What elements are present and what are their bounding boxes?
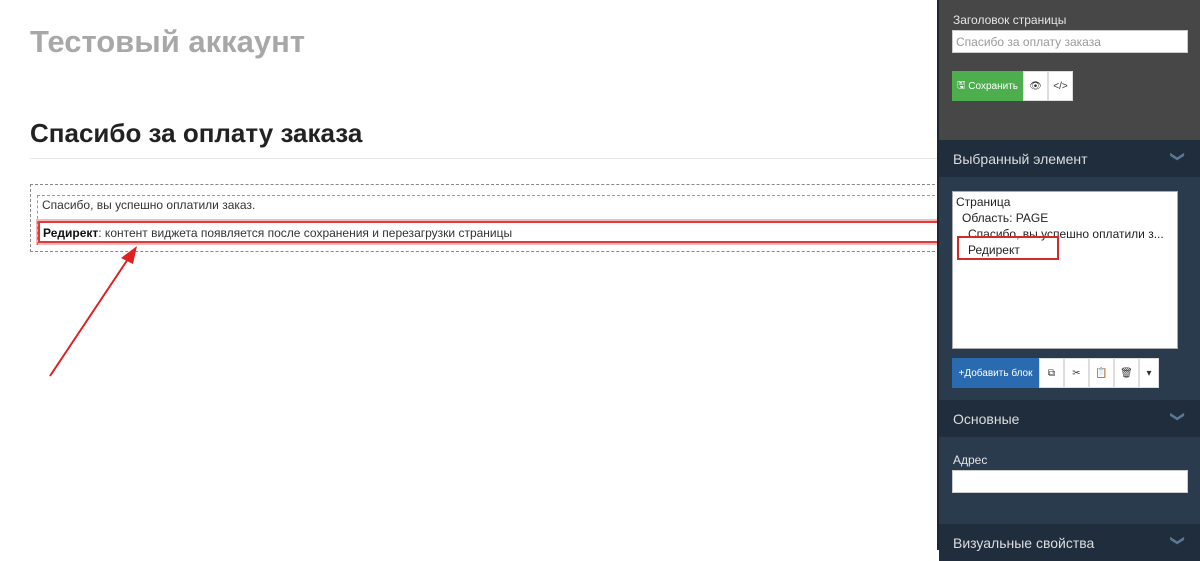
tree-item[interactable]: Страница <box>956 195 1011 209</box>
tree-item[interactable]: Область: PAGE <box>962 211 1049 225</box>
content-block[interactable] <box>37 195 940 245</box>
page-title: Спасибо за оплату заказа <box>30 118 363 148</box>
eye-icon: 👁 <box>1029 80 1042 92</box>
chevron-down-icon: ❯ <box>1170 410 1187 423</box>
caret-down-icon: ▾ <box>1146 367 1152 379</box>
trash-icon: 🗑 <box>1120 367 1133 379</box>
copy-icon: ⧉ <box>1047 367 1056 379</box>
redirect-note: : контент виджета появляется после сохра… <box>98 226 513 240</box>
preview-button[interactable]: 👁 <box>1023 71 1048 101</box>
redirect-widget[interactable]: Редирект: контент виджета появляется пос… <box>38 221 940 243</box>
more-dropdown[interactable]: ▾ <box>1139 358 1159 388</box>
tree-item-selected[interactable]: Редирект <box>968 243 1020 257</box>
account-name: Тестовый аккаунт <box>30 24 306 59</box>
title-label: Заголовок страницы <box>953 13 1067 27</box>
scissors-icon: ✂ <box>1072 367 1081 379</box>
address-label: Адрес <box>953 453 988 467</box>
address-input[interactable] <box>952 470 1188 493</box>
save-icon: 🖫 <box>956 79 969 91</box>
selected-element-header[interactable]: Выбранный элемент❯ <box>939 140 1200 177</box>
thanks-text[interactable]: Спасибо, вы успешно оплатили заказ. <box>42 198 256 212</box>
divider <box>30 158 937 159</box>
code-icon: </> <box>1053 80 1068 92</box>
delete-button[interactable]: 🗑 <box>1114 358 1139 388</box>
element-tree[interactable]: Страница Область: PAGE Спасибо, вы успеш… <box>952 191 1178 349</box>
cut-button[interactable]: ✂ <box>1064 358 1089 388</box>
visual-header[interactable]: Визуальные свойства❯ <box>939 524 1200 561</box>
page-title-input[interactable]: Спасибо за оплату заказа <box>952 30 1188 53</box>
annotation-arrow <box>49 246 137 377</box>
redirect-label: Редирект <box>43 226 99 240</box>
chevron-down-icon: ❯ <box>1170 150 1187 163</box>
page-area[interactable] <box>30 184 940 252</box>
selection-highlight <box>957 236 1059 260</box>
editor-sidebar: Заголовок страницы Спасибо за оплату зак… <box>937 0 1200 561</box>
copy-button[interactable]: ⧉ <box>1039 358 1064 388</box>
chevron-down-icon: ❯ <box>1170 534 1187 547</box>
paste-icon: 📋 <box>1095 367 1108 379</box>
code-button[interactable]: </> <box>1048 71 1073 101</box>
page-settings <box>939 0 1200 140</box>
basic-header[interactable]: Основные❯ <box>939 400 1200 437</box>
paste-button[interactable]: 📋 <box>1089 358 1114 388</box>
add-block-button[interactable]: +Добавить блок <box>952 358 1039 388</box>
save-button[interactable]: 🖫 Сохранить <box>952 71 1023 101</box>
